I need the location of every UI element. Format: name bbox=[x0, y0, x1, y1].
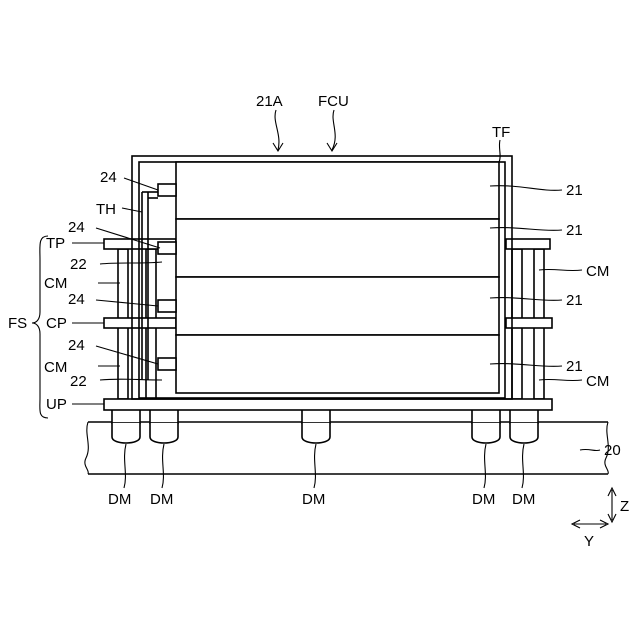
battery-cells bbox=[176, 162, 499, 393]
label-th: TH bbox=[96, 201, 116, 218]
label-21-b: 21 bbox=[566, 222, 583, 239]
label-cm-right-a: CM bbox=[586, 263, 609, 280]
label-21-a: 21 bbox=[566, 182, 583, 199]
label-axis-z: Z bbox=[620, 498, 629, 515]
label-24-a: 24 bbox=[100, 169, 117, 186]
damper-2 bbox=[150, 409, 178, 443]
label-cp: CP bbox=[46, 315, 67, 332]
cell-2 bbox=[176, 219, 499, 277]
damper-1 bbox=[112, 409, 140, 443]
dampers bbox=[112, 409, 538, 443]
label-dm-3: DM bbox=[302, 491, 325, 508]
damper-4 bbox=[472, 409, 500, 443]
label-cm-left-a: CM bbox=[44, 275, 67, 292]
label-22-b: 22 bbox=[70, 373, 87, 390]
label-21-d: 21 bbox=[566, 358, 583, 375]
label-24-d: 24 bbox=[68, 337, 85, 354]
label-dm-5: DM bbox=[512, 491, 535, 508]
label-tf: TF bbox=[492, 124, 510, 141]
center-plate-left bbox=[104, 318, 176, 328]
label-20: 20 bbox=[604, 442, 621, 459]
sensors-24 bbox=[158, 184, 176, 370]
label-24-c: 24 bbox=[68, 291, 85, 308]
label-up: UP bbox=[46, 396, 67, 413]
label-24-b: 24 bbox=[68, 219, 85, 236]
axis-indicator bbox=[572, 488, 616, 528]
cell-3 bbox=[176, 277, 499, 335]
label-fs: FS bbox=[8, 315, 27, 332]
label-fcu: FCU bbox=[318, 93, 349, 110]
label-dm-4: DM bbox=[472, 491, 495, 508]
damper-3 bbox=[302, 409, 330, 443]
label-axis-y: Y bbox=[584, 533, 594, 550]
cell-4 bbox=[176, 335, 499, 393]
label-dm-2: DM bbox=[150, 491, 173, 508]
top-arrows bbox=[273, 110, 337, 151]
label-21-c: 21 bbox=[566, 292, 583, 309]
label-tp: TP bbox=[46, 235, 65, 252]
center-plate-right bbox=[506, 318, 552, 328]
label-cm-right-b: CM bbox=[586, 373, 609, 390]
label-22-a: 22 bbox=[70, 256, 87, 273]
damper-5 bbox=[510, 409, 538, 443]
label-21a: 21A bbox=[256, 93, 283, 110]
under-plate bbox=[104, 399, 552, 410]
label-cm-left-b: CM bbox=[44, 359, 67, 376]
label-dm-1: DM bbox=[108, 491, 131, 508]
cell-1 bbox=[176, 162, 499, 219]
